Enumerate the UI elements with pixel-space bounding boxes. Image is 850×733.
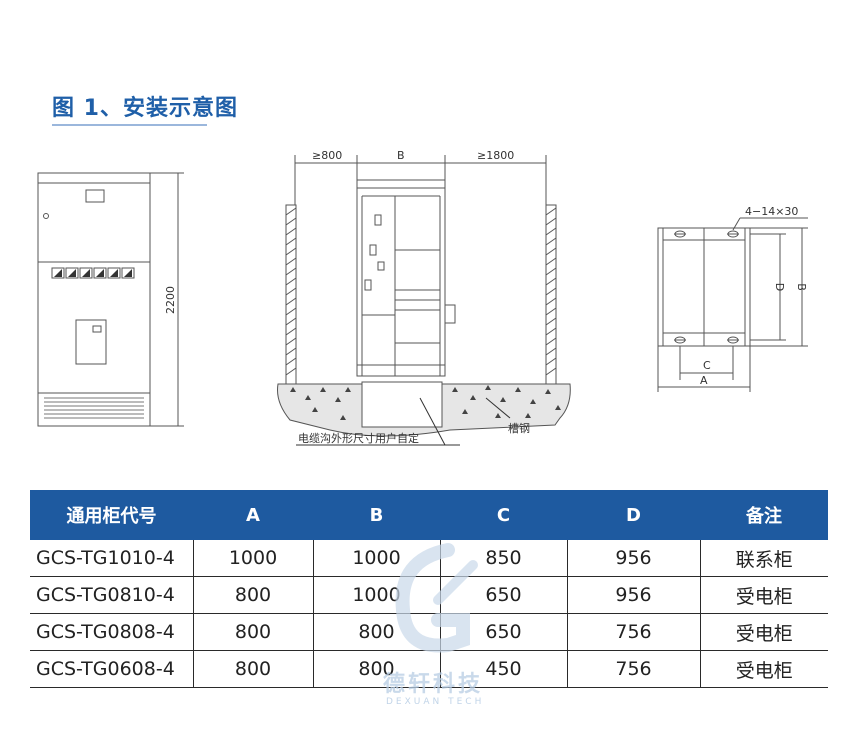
cell-b: 1000	[313, 540, 441, 577]
plan-dim-a: A	[700, 374, 708, 387]
cell-c: 650	[440, 576, 568, 614]
cell-remark: 受电柜	[700, 576, 828, 614]
title-underline	[52, 124, 207, 126]
cell-c: 850	[440, 540, 568, 577]
cell-d: 756	[567, 650, 701, 688]
side-dim-left: ≥800	[312, 149, 342, 162]
cell-a: 800	[193, 576, 314, 614]
cell-b: 1000	[313, 576, 441, 614]
plan-view	[657, 217, 808, 392]
header-remark: 备注	[700, 490, 828, 540]
cell-model: GCS-TG0810-4	[30, 576, 194, 614]
plan-dim-c: C	[703, 359, 711, 372]
ground	[277, 383, 571, 437]
cell-c: 650	[440, 613, 568, 651]
side-dim-right: ≥1800	[477, 149, 514, 162]
watermark-subtext: DEXUAN TECH	[386, 697, 485, 707]
table-row: GCS-TG1010-4 1000 1000 850 956 联系柜	[30, 540, 828, 577]
table-row: GCS-TG0810-4 800 1000 650 956 受电柜	[30, 576, 828, 614]
holes-spec-label: 4−14×30	[745, 205, 798, 218]
table-row: GCS-TG0608-4 800 800 450 756 受电柜	[30, 650, 828, 688]
cell-a: 1000	[193, 540, 314, 577]
header-d: D	[567, 490, 700, 540]
spec-table: 通用柜代号 A B C D 备注 GCS-TG1010-4 1000 1000 …	[30, 490, 828, 688]
trench-label: 电缆沟外形尺寸用户自定	[298, 431, 419, 445]
cell-d: 956	[567, 576, 701, 614]
installation-diagram: 2200	[37, 149, 808, 446]
cell-remark: 受电柜	[700, 650, 828, 688]
header-a: A	[193, 490, 313, 540]
watermark-text: 德轩科技	[383, 672, 484, 697]
cell-model: GCS-TG1010-4	[30, 540, 194, 577]
header-model: 通用柜代号	[30, 490, 193, 540]
cell-a: 800	[193, 613, 314, 651]
breaker-row	[51, 267, 135, 279]
plan-dim-d: D	[773, 283, 786, 291]
page-title: 图 1、安装示意图	[52, 96, 238, 121]
cell-remark: 受电柜	[700, 613, 828, 651]
cell-d: 756	[567, 613, 701, 651]
cell-a: 800	[193, 650, 314, 688]
cell-b: 800	[313, 650, 441, 688]
cell-model: GCS-TG0608-4	[30, 650, 194, 688]
cell-b: 800	[313, 613, 441, 651]
cell-model: GCS-TG0808-4	[30, 613, 194, 651]
channel-steel-label: 槽钢	[508, 422, 530, 435]
table-header-row: 通用柜代号 A B C D 备注	[30, 490, 828, 540]
plan-dim-b: B	[795, 283, 808, 291]
side-view	[285, 155, 557, 428]
header-c: C	[440, 490, 567, 540]
height-dim-label: 2200	[164, 286, 177, 314]
vent-louvers	[44, 397, 144, 419]
table-row: GCS-TG0808-4 800 800 650 756 受电柜	[30, 613, 828, 651]
front-view	[37, 172, 184, 427]
cell-d: 956	[567, 540, 701, 577]
cell-remark: 联系柜	[700, 540, 828, 577]
side-dim-mid: B	[397, 149, 405, 162]
cell-c: 450	[440, 650, 568, 688]
header-b: B	[313, 490, 440, 540]
